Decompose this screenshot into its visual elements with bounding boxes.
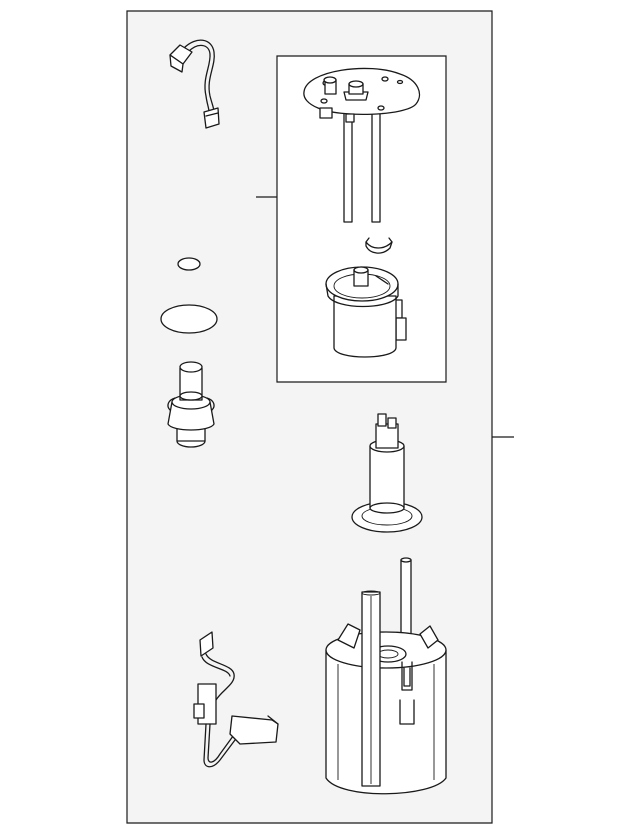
fuel-pump-icon [352, 414, 422, 532]
clip-icon [366, 238, 392, 253]
fuel-filter-icon [326, 267, 406, 357]
wire-harness-icon [170, 40, 219, 128]
pressure-regulator-icon [168, 362, 214, 447]
flange-plate-icon [304, 68, 420, 222]
pump-housing-icon [326, 558, 446, 794]
fuel-level-sender-icon [194, 632, 278, 767]
gasket-icon [161, 305, 217, 333]
small-o-ring-icon [178, 258, 200, 270]
